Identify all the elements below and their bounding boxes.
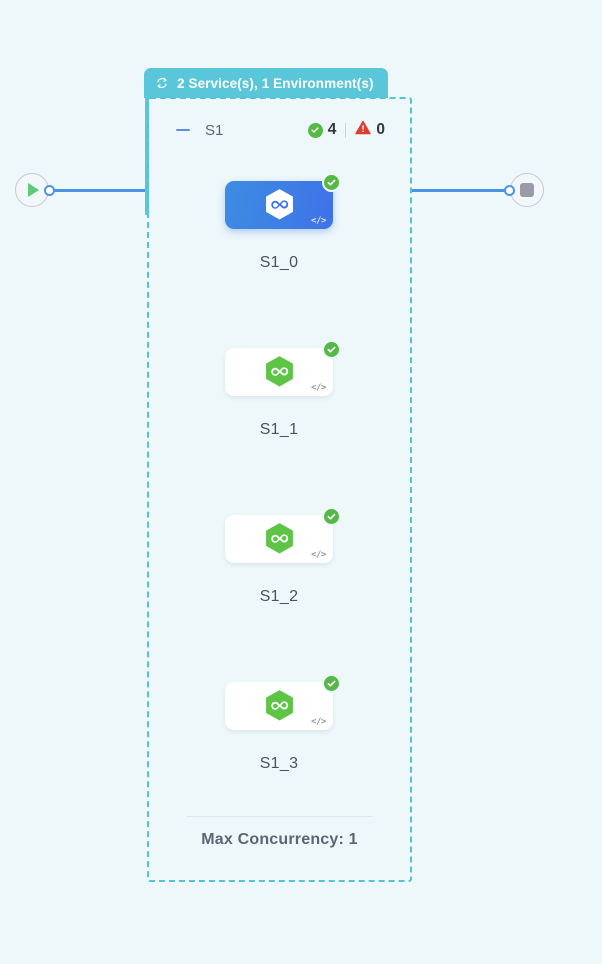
node-label: S1_2: [259, 588, 299, 605]
code-brackets-icon: </>: [310, 717, 326, 727]
service-summary-row: S1 4 0: [175, 118, 385, 142]
node-label: S1_3: [259, 755, 299, 772]
workflow-node[interactable]: </>: [225, 507, 341, 563]
group-footer-divider: [187, 816, 372, 817]
node-label: S1_0: [259, 254, 299, 271]
success-count: 4: [327, 121, 337, 138]
edge-start-to-group: [53, 189, 147, 192]
stop-icon: [520, 183, 534, 197]
group-header-title: 2 Service(s), 1 Environment(s): [177, 75, 374, 91]
warning-count-group: 0: [355, 120, 385, 140]
group-header[interactable]: 2 Service(s), 1 Environment(s): [144, 68, 388, 98]
check-circle-icon: [322, 507, 341, 526]
service-status-counts: 4 0: [307, 120, 385, 140]
hexagon-infinity-icon: [264, 522, 295, 556]
workflow-node[interactable]: </>: [225, 674, 341, 730]
hexagon-infinity-icon: [264, 689, 295, 723]
service-group-container[interactable]: [147, 97, 412, 882]
code-brackets-icon: </>: [310, 383, 326, 393]
hexagon-infinity-icon: [264, 188, 295, 222]
workflow-node[interactable]: </>: [225, 173, 341, 229]
end-node[interactable]: [510, 173, 544, 207]
check-circle-icon: [307, 122, 323, 138]
warning-count: 0: [376, 121, 385, 138]
edge-group-to-end: [412, 189, 506, 192]
start-node[interactable]: [15, 173, 49, 207]
node-label: S1_1: [259, 421, 299, 438]
refresh-cycle-icon: [155, 76, 169, 90]
code-brackets-icon: </>: [310, 550, 326, 560]
success-count-group: 4: [307, 121, 337, 139]
workflow-node[interactable]: </>: [225, 340, 341, 396]
check-circle-icon: [322, 340, 341, 359]
service-name-label: S1: [205, 121, 224, 139]
warning-triangle-icon: [355, 120, 372, 140]
minus-icon[interactable]: [175, 122, 191, 138]
end-input-port[interactable]: [504, 185, 515, 196]
count-divider: [345, 122, 347, 138]
code-brackets-icon: </>: [310, 216, 326, 226]
hexagon-infinity-icon: [264, 355, 295, 389]
max-concurrency-label: Max Concurrency: 1: [201, 831, 358, 848]
start-output-port[interactable]: [44, 185, 55, 196]
check-circle-icon: [322, 173, 341, 192]
check-circle-icon: [322, 674, 341, 693]
play-icon: [28, 183, 39, 197]
